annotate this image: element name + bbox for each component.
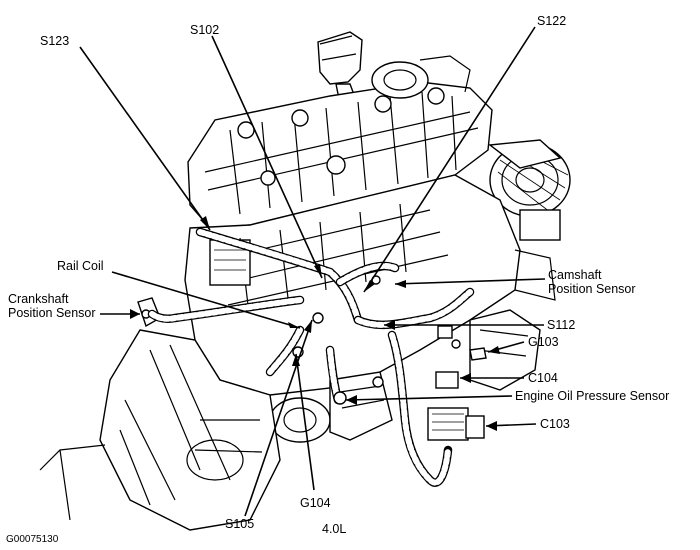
label-crankshaft-line2: Position Sensor	[8, 306, 96, 320]
label-engine-oil-pressure-sensor: Engine Oil Pressure Sensor	[515, 389, 669, 403]
label-rail-coil: Rail Coil	[57, 259, 104, 273]
leader-rail-coil	[111, 271, 301, 329]
valve-cover	[187, 81, 493, 229]
transmission	[39, 329, 281, 531]
engine-block	[184, 174, 521, 443]
label-c104: C104	[528, 371, 558, 385]
label-camshaft-line1: Camshaft	[548, 268, 602, 282]
leader-camshaft-sensor	[394, 278, 546, 285]
label-crankshaft-line1: Crankshaft	[8, 292, 69, 306]
wiring-harness	[147, 227, 475, 487]
leader-s105	[244, 319, 313, 517]
leader-s122	[363, 26, 536, 293]
engine-illustration	[39, 31, 571, 531]
leader-s102	[211, 35, 323, 279]
label-engine-size: 4.0L	[322, 522, 346, 536]
label-s123: S123	[40, 34, 69, 48]
leader-s123	[79, 46, 211, 231]
leader-oil-pressure-sensor	[345, 395, 513, 401]
label-figure-id: G00075130	[6, 534, 59, 545]
label-g104: G104	[300, 496, 331, 510]
label-s122: S122	[537, 14, 566, 28]
alternator	[488, 139, 571, 241]
cam-gear	[371, 55, 471, 99]
label-g103: G103	[528, 335, 559, 349]
leader-lines	[79, 26, 546, 517]
label-s105: S105	[225, 517, 254, 531]
leader-g104	[295, 353, 315, 491]
callout-labels: S123 S102 S122 Rail Coil Camshaft Positi…	[6, 14, 669, 545]
label-s112: S112	[547, 318, 575, 332]
label-s102: S102	[190, 23, 219, 37]
label-camshaft-line2: Position Sensor	[548, 282, 636, 296]
connectors	[292, 275, 487, 441]
label-c103: C103	[540, 417, 570, 431]
